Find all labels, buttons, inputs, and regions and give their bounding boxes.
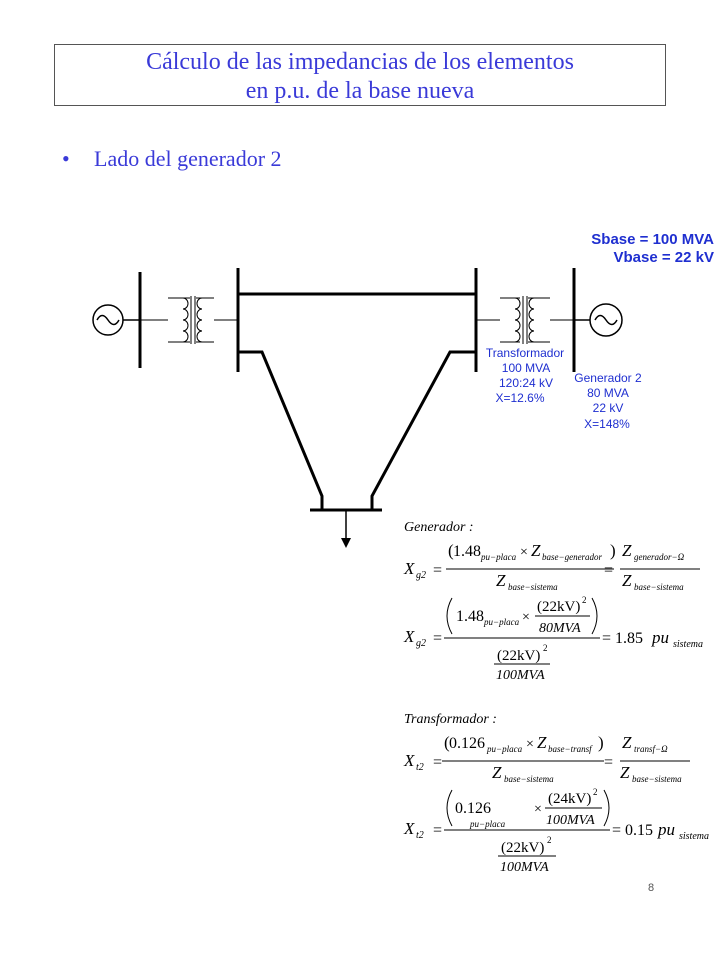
svg-text:×: × bbox=[522, 610, 530, 625]
svg-text:Z: Z bbox=[492, 763, 502, 782]
svg-text:Z: Z bbox=[496, 571, 506, 590]
svg-text:base−generador: base−generador bbox=[542, 552, 603, 562]
generator-kv: 22 kV bbox=[593, 401, 624, 415]
svg-text:2: 2 bbox=[593, 787, 598, 797]
svg-text:×: × bbox=[520, 545, 528, 560]
svg-text:Z: Z bbox=[622, 571, 632, 590]
svg-text:(: ( bbox=[448, 541, 454, 560]
svg-text:generador−Ω: generador−Ω bbox=[634, 552, 685, 562]
title-line-2: en p.u. de la base nueva bbox=[245, 78, 475, 104]
svg-text:(22kV): (22kV) bbox=[501, 840, 544, 856]
svg-text:Z: Z bbox=[537, 733, 547, 752]
transformer-name: Transformador bbox=[486, 346, 564, 360]
svg-text:100MVA: 100MVA bbox=[496, 668, 545, 683]
svg-text:transf−Ω: transf−Ω bbox=[634, 744, 668, 754]
svg-text:=: = bbox=[604, 754, 613, 771]
svg-text:(: ( bbox=[444, 733, 450, 752]
svg-text:g2: g2 bbox=[416, 570, 426, 581]
left-transformer-icon bbox=[168, 296, 214, 344]
svg-text:X: X bbox=[403, 819, 415, 838]
svg-text:80MVA: 80MVA bbox=[539, 621, 581, 636]
svg-text:×: × bbox=[526, 737, 534, 752]
svg-text:=: = bbox=[433, 562, 442, 579]
title-line-1: Cálculo de las impedancias de los elemen… bbox=[146, 49, 574, 75]
load-arrow-icon bbox=[341, 538, 351, 548]
svg-text:=: = bbox=[433, 822, 442, 839]
svg-text:=: = bbox=[433, 754, 442, 771]
svg-text:pu−placa: pu−placa bbox=[469, 819, 506, 829]
page-number: 8 bbox=[648, 882, 655, 894]
slide-title-box: Cálculo de las impedancias de los elemen… bbox=[54, 44, 666, 106]
left-transmission-line bbox=[238, 350, 324, 510]
left-generator-icon bbox=[92, 304, 124, 336]
svg-text:2: 2 bbox=[547, 835, 552, 845]
svg-text:sistema: sistema bbox=[673, 639, 703, 650]
svg-text:pu−placa: pu−placa bbox=[486, 744, 523, 754]
svg-text:1.48: 1.48 bbox=[456, 608, 484, 625]
bullet-dot-icon: • bbox=[62, 146, 70, 171]
svg-text:): ) bbox=[598, 733, 604, 752]
svg-text:t2: t2 bbox=[416, 830, 424, 841]
svg-text:t2: t2 bbox=[416, 762, 424, 773]
svg-text:(24kV): (24kV) bbox=[548, 791, 591, 807]
svg-text:(22kV): (22kV) bbox=[497, 648, 540, 664]
svg-text:0.126: 0.126 bbox=[455, 800, 491, 817]
svg-text:100MVA: 100MVA bbox=[500, 860, 549, 875]
generator-equations: Generador : X g2 = ( 1.48 pu−placa × Z b… bbox=[403, 520, 703, 683]
svg-text:Z: Z bbox=[622, 541, 632, 560]
generator-mva: 80 MVA bbox=[587, 386, 629, 400]
generator-name: Generador 2 bbox=[574, 371, 642, 385]
svg-text:×: × bbox=[534, 802, 542, 817]
vbase-label: Vbase = 22 kV bbox=[614, 249, 715, 266]
svg-text:X: X bbox=[403, 751, 415, 770]
generator-x: X=148% bbox=[584, 417, 630, 431]
right-transmission-line bbox=[370, 350, 476, 510]
generator-heading: Generador : bbox=[404, 520, 474, 535]
sbase-label: Sbase = 100 MVA bbox=[591, 231, 714, 248]
right-transformer-icon bbox=[500, 296, 550, 344]
svg-text:2: 2 bbox=[582, 595, 587, 605]
svg-text:): ) bbox=[610, 541, 616, 560]
svg-text:pu: pu bbox=[651, 628, 669, 647]
svg-text:pu: pu bbox=[657, 820, 675, 839]
svg-text:sistema: sistema bbox=[679, 831, 709, 842]
right-generator-icon bbox=[589, 303, 623, 337]
svg-text:= 1.85: = 1.85 bbox=[602, 630, 643, 647]
svg-text:Z: Z bbox=[622, 733, 632, 752]
svg-text:pu−placa: pu−placa bbox=[483, 617, 520, 627]
svg-text:100MVA: 100MVA bbox=[546, 813, 595, 828]
svg-text:X: X bbox=[403, 559, 415, 578]
svg-text:= 0.15: = 0.15 bbox=[612, 822, 653, 839]
svg-text:base−transf: base−transf bbox=[548, 744, 593, 754]
svg-text:pu−placa: pu−placa bbox=[480, 552, 517, 562]
svg-text:=: = bbox=[604, 562, 613, 579]
svg-text:g2: g2 bbox=[416, 638, 426, 649]
svg-text:2: 2 bbox=[543, 643, 548, 653]
bullet-item: • Lado del generador 2 bbox=[62, 146, 282, 172]
transformer-mva: 100 MVA bbox=[502, 361, 550, 375]
bullet-text: Lado del generador 2 bbox=[94, 146, 282, 171]
svg-text:base−sistema: base−sistema bbox=[504, 774, 554, 784]
svg-text:=: = bbox=[433, 630, 442, 647]
svg-text:base−sistema: base−sistema bbox=[632, 774, 682, 784]
svg-text:Z: Z bbox=[531, 541, 541, 560]
svg-text:base−sistema: base−sistema bbox=[508, 582, 558, 592]
transformer-x: X=12.6% bbox=[495, 391, 544, 405]
svg-text:1.48: 1.48 bbox=[453, 543, 481, 560]
transformer-kv: 120:24 kV bbox=[499, 376, 553, 390]
svg-text:X: X bbox=[403, 627, 415, 646]
transformer-heading: Transformador : bbox=[404, 712, 497, 727]
transformer-equations: Transformador : X t2 = ( 0.126 pu−placa … bbox=[403, 712, 709, 875]
svg-text:0.126: 0.126 bbox=[449, 735, 485, 752]
svg-text:base−sistema: base−sistema bbox=[634, 582, 684, 592]
svg-text:Z: Z bbox=[620, 763, 630, 782]
svg-text:(22kV): (22kV) bbox=[537, 599, 580, 615]
